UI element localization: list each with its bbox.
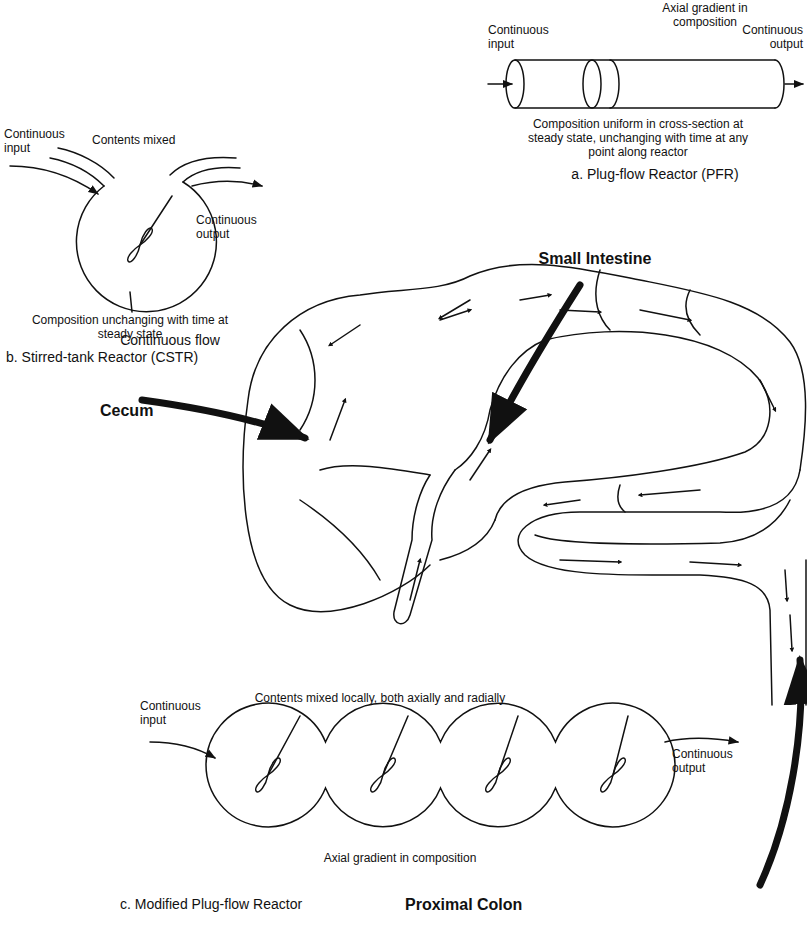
annotation-label: Axial gradient in composition: [270, 852, 530, 866]
annotation-label: Contents mixed: [92, 134, 202, 148]
flow-label: Continuous output: [672, 748, 752, 776]
reactor-caption: a. Plug-flow Reactor (PFR): [545, 166, 765, 182]
annotation-label: Contents mixed locally, both axially and…: [170, 692, 590, 706]
pointer-arrows: [142, 285, 801, 885]
annotation-label: Axial gradient in composition: [655, 2, 755, 30]
flow-label: Continuous output: [196, 214, 272, 242]
plug-flow-reactor: [488, 60, 803, 108]
reactor-caption: b. Stirred-tank Reactor (CSTR): [6, 349, 276, 365]
flow-label: Continuous input: [4, 128, 80, 156]
flow-label: Continuous input: [488, 24, 560, 52]
flow-label: Continuous input: [140, 700, 216, 728]
modified-plug-flow-reactor: [150, 703, 738, 827]
flow-label: Continuous output: [741, 24, 803, 52]
annotation-label: Composition uniform in cross-section at …: [520, 118, 756, 159]
organ-label: Proximal Colon: [405, 896, 555, 914]
organ-label: Small Intestine: [520, 250, 670, 268]
organ-label: Cecum: [100, 402, 180, 420]
cecum-colon-illustration: [243, 264, 806, 705]
reactor-caption: c. Modified Plug-flow Reactor: [120, 896, 380, 912]
reactor-caption: Continuous flow: [100, 332, 240, 348]
